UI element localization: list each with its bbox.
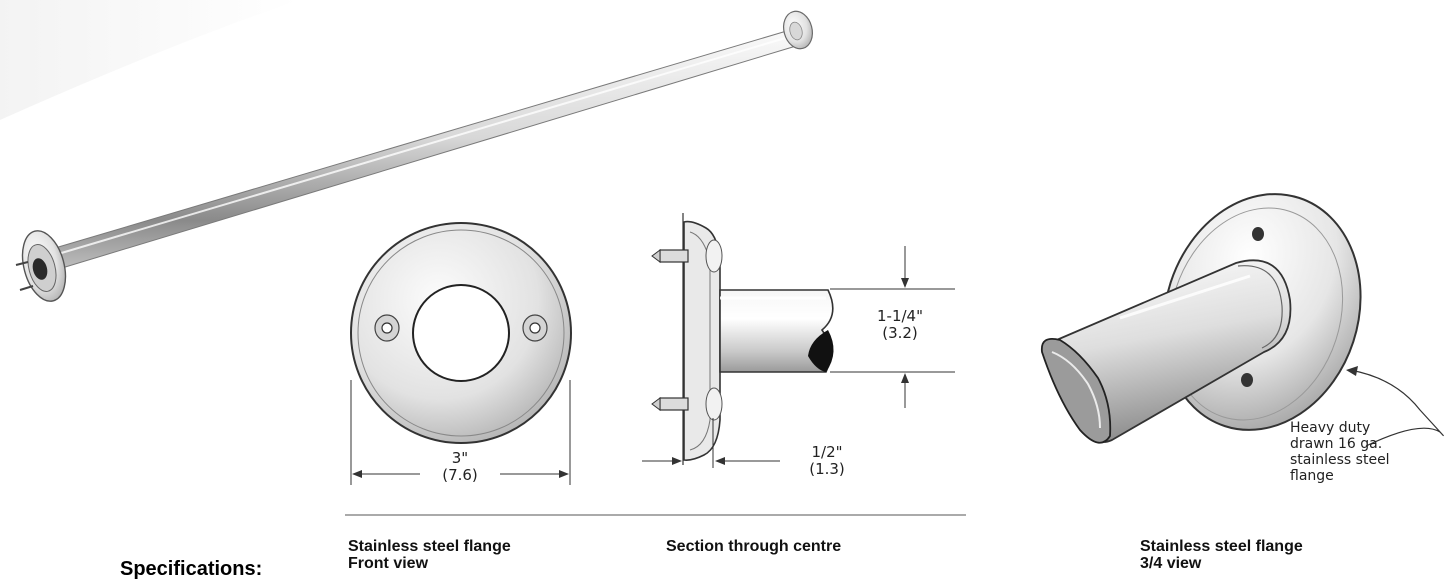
flange-three-quarter-view bbox=[1040, 193, 1362, 444]
flange-diameter-imperial: 3" bbox=[451, 449, 469, 467]
three-quarter-caption-line-1: Stainless steel flange bbox=[1140, 538, 1303, 555]
flange-callout-note: Heavy duty drawn 16 ga. stainless steel … bbox=[1290, 420, 1390, 484]
flange-depth-label: 1/2" (1.3) bbox=[792, 444, 862, 478]
flange-depth-dimension bbox=[642, 418, 780, 468]
flange-diameter-dimension bbox=[350, 380, 571, 485]
tube-diameter-dimension bbox=[830, 246, 955, 408]
specifications-heading: Specifications: bbox=[120, 558, 263, 580]
callout-line-2: drawn 16 ga. bbox=[1290, 436, 1383, 452]
callout-arrow bbox=[1346, 366, 1444, 447]
section-caption: Section through centre bbox=[666, 538, 842, 555]
three-quarter-caption-line-2: 3/4 view bbox=[1140, 555, 1202, 572]
background-shade bbox=[0, 0, 300, 120]
tube-diameter-metric: (3.2) bbox=[882, 324, 918, 342]
section-view bbox=[651, 213, 834, 465]
flange-diameter-label: 3" (7.6) bbox=[420, 450, 500, 484]
front-view-caption-line-1: Stainless steel flange bbox=[348, 538, 511, 555]
flange-front-view bbox=[350, 222, 572, 444]
front-view-caption-line-2: Front view bbox=[348, 555, 429, 572]
tube-diameter-imperial: 1-1/4" bbox=[877, 307, 923, 325]
flange-depth-imperial: 1/2" bbox=[811, 443, 843, 461]
three-quarter-view-caption: Stainless steel flange 3/4 view bbox=[1140, 538, 1303, 572]
callout-line-1: Heavy duty bbox=[1290, 420, 1371, 436]
rod-assembly-illustration bbox=[15, 10, 813, 302]
callout-line-4: flange bbox=[1290, 468, 1334, 484]
front-view-caption: Stainless steel flange Front view bbox=[348, 538, 511, 572]
flange-diameter-metric: (7.6) bbox=[442, 466, 478, 484]
tube-diameter-label: 1-1/4" (3.2) bbox=[860, 308, 940, 342]
flange-depth-metric: (1.3) bbox=[809, 460, 845, 478]
callout-line-3: stainless steel bbox=[1290, 452, 1390, 468]
